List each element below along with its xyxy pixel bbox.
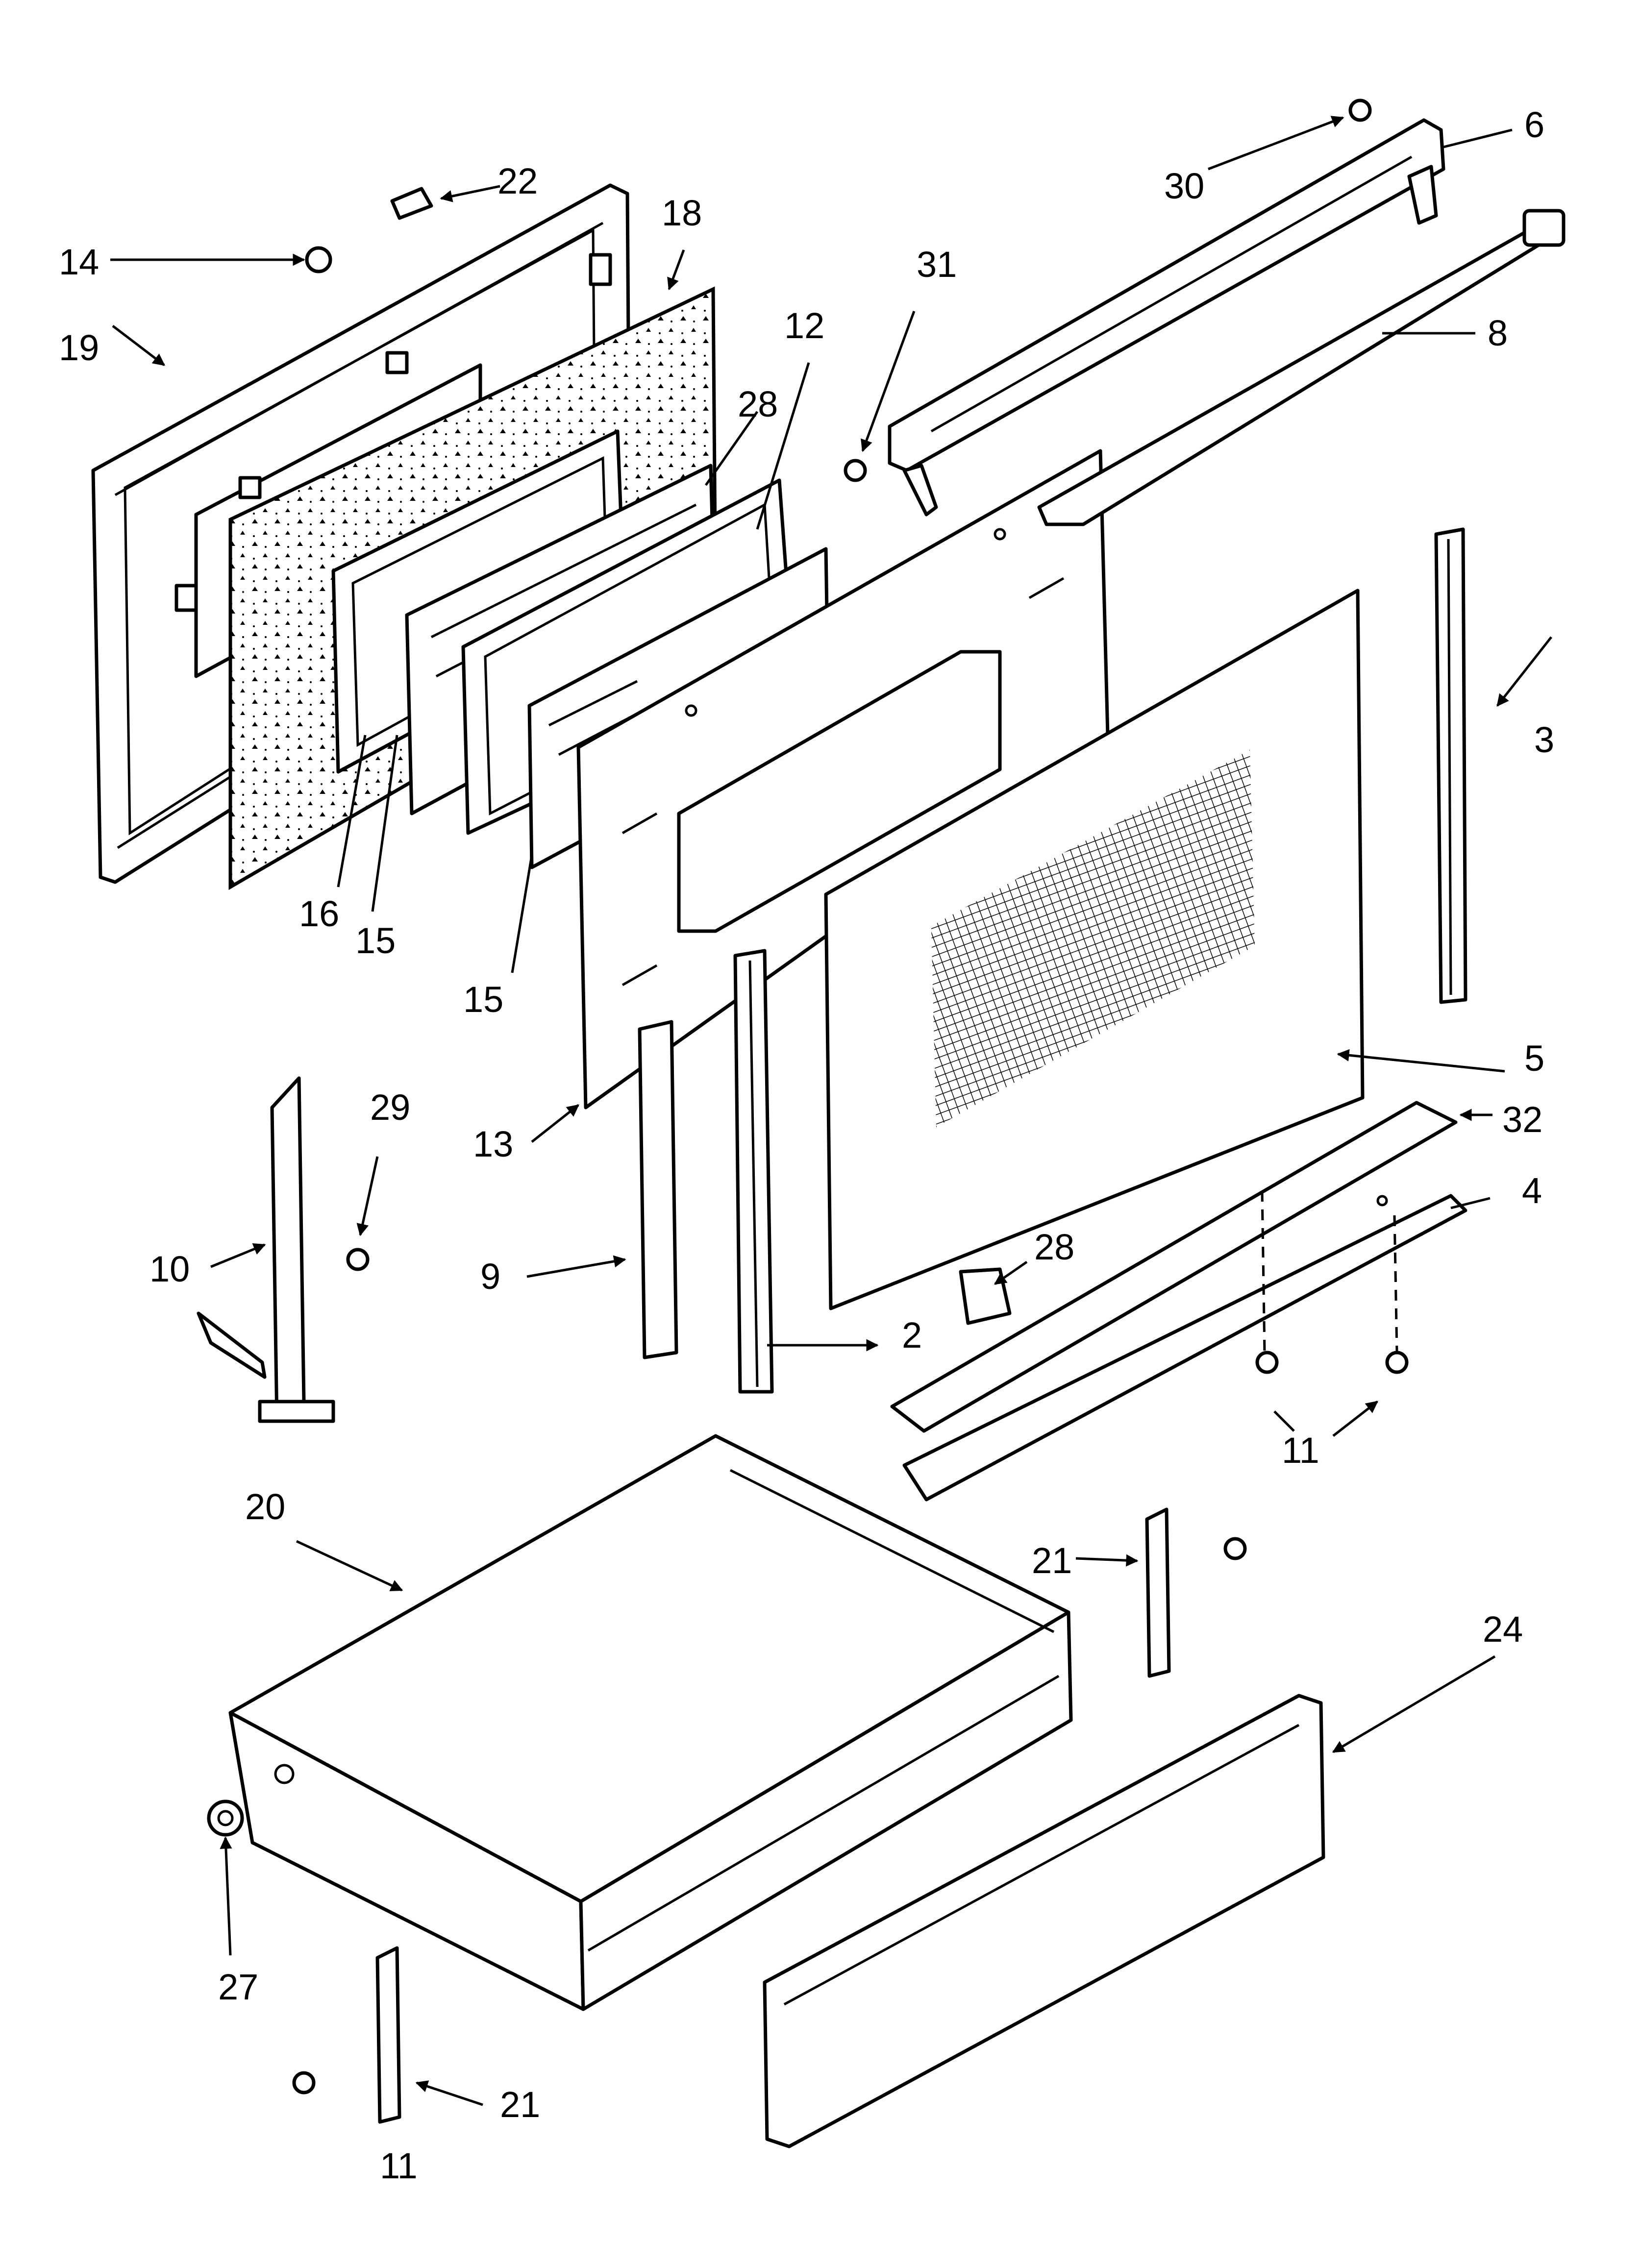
screw-11-d	[292, 2071, 316, 2095]
callout-12: 12	[784, 305, 824, 346]
callout-19: 19	[59, 327, 99, 368]
callout-18: 18	[662, 193, 702, 233]
callout-21-b: 21	[500, 2084, 540, 2125]
lower-rail-channel	[902, 1194, 1467, 1502]
outer-door-panel	[824, 589, 1365, 1310]
trim-strip	[638, 1020, 678, 1359]
right-side-trim	[1434, 527, 1467, 1004]
callout-24: 24	[1483, 1609, 1523, 1650]
screw-30	[1348, 99, 1372, 122]
hinge-clip	[390, 187, 433, 220]
callout-27: 27	[218, 1967, 258, 2007]
callout-11-a: 11	[1282, 1430, 1319, 1471]
callout-14: 14	[59, 242, 99, 282]
door-clip	[959, 1267, 1012, 1325]
callout-20: 20	[245, 1486, 285, 1527]
callout-9: 9	[480, 1256, 500, 1297]
screw-31	[844, 459, 867, 482]
callout-31: 31	[917, 244, 957, 285]
callout-16: 16	[299, 893, 339, 934]
callout-6: 6	[1524, 104, 1544, 145]
callout-32: 32	[1502, 1099, 1542, 1140]
drawer-roller	[207, 1800, 244, 1837]
callout-3: 3	[1534, 719, 1554, 760]
callout-28-a: 28	[738, 384, 778, 424]
control-panel-rail	[888, 118, 1445, 517]
door-handle-bar	[1037, 209, 1566, 526]
callout-11-b: 11	[380, 2145, 418, 2186]
screw-11-b	[1385, 1351, 1409, 1374]
callout-2: 2	[902, 1315, 922, 1356]
leader-lines	[110, 116, 1552, 2106]
callout-10: 10	[149, 1249, 190, 1289]
door-bumper	[305, 246, 332, 273]
drawer-front-panel	[763, 1694, 1325, 2148]
left-side-trim	[733, 949, 774, 1394]
callout-15-b: 15	[463, 979, 503, 1020]
callout-28-b: 28	[1034, 1227, 1074, 1267]
callout-21-a: 21	[1032, 1540, 1072, 1581]
callout-8: 8	[1488, 313, 1508, 353]
callout-labels: 2 3 4 5 6 8 9 10 11 11 12 13 14 15 15 16…	[59, 104, 1554, 2186]
inner-door-panel	[576, 449, 1110, 1109]
storage-drawer	[228, 1434, 1073, 2011]
left-side-bracket	[197, 1076, 335, 1423]
callout-15-a: 15	[355, 920, 396, 961]
callout-29: 29	[370, 1087, 410, 1128]
screw-11-a	[1255, 1351, 1279, 1374]
callout-5: 5	[1524, 1038, 1544, 1079]
screw-29	[346, 1248, 370, 1271]
drawer-slide-bracket-lower	[375, 1946, 401, 2124]
drawer-slide-bracket-upper	[1145, 1507, 1171, 1678]
callout-22: 22	[497, 161, 538, 201]
screw-11-c	[1223, 1537, 1247, 1560]
callout-13: 13	[473, 1124, 513, 1164]
callout-4: 4	[1522, 1170, 1542, 1211]
callout-30: 30	[1164, 166, 1204, 206]
lower-rail-strip	[890, 1101, 1458, 1433]
